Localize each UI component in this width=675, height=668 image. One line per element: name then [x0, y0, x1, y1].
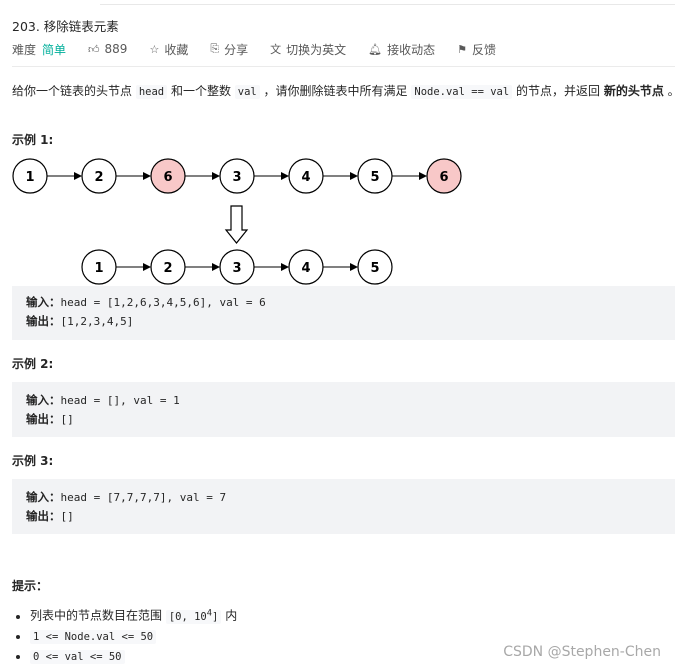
hint-code: 1 <= Node.val <= 50 [30, 629, 157, 644]
node-value: 1 [25, 170, 34, 185]
code-head: head [135, 85, 168, 99]
feedback-icon: ⚑ [457, 42, 468, 56]
node-value: 6 [163, 170, 172, 185]
input-label: 输入： [26, 295, 61, 309]
example-1-input: head = [1,2,6,3,4,5,6], val = 6 [60, 296, 266, 309]
problem-meta-bar: 难度 简单 👍︎ 889 ☆ 收藏 ⎘ 分享 文切换为英文 🔔︎ 接收动态 ⚑ 反馈 [12, 40, 518, 58]
node-value: 4 [301, 170, 310, 185]
input-label: 输入： [26, 393, 61, 407]
node-value: 1 [94, 261, 103, 276]
share-icon: ⎘ [210, 42, 220, 55]
list-node [219, 249, 255, 285]
original-list: 1 2 6 3 4 5 6 [12, 158, 462, 194]
notify-button[interactable]: 🔔︎ 接收动态 [368, 41, 435, 58]
feedback-button[interactable]: ⚑ 反馈 [457, 41, 496, 58]
share-label: 分享 [224, 42, 249, 57]
list-node [81, 249, 117, 285]
notify-label: 接收动态 [387, 42, 436, 57]
example-2-heading: 示例 2: [12, 357, 54, 371]
difficulty-badge: 简单 [42, 42, 67, 57]
desc-bold: 新的头节点 [603, 84, 664, 98]
switch-language-button[interactable]: 文切换为英文 [270, 41, 346, 58]
output-label: 输出： [26, 314, 61, 328]
node-value: 5 [370, 261, 379, 276]
range-end: ] [212, 610, 219, 623]
example-1-output: [1,2,3,4,5] [60, 315, 134, 328]
list-node [81, 158, 117, 194]
difficulty-label: 难度 [12, 42, 37, 57]
example-1-heading: 示例 1: [12, 133, 54, 147]
node-value: 4 [301, 261, 310, 276]
list-node [357, 158, 393, 194]
header-divider [12, 66, 675, 67]
input-label: 输入： [26, 490, 61, 504]
watermark: CSDN @Stephen-Chen [503, 644, 661, 660]
range-start: [0, 10 [168, 610, 207, 623]
favorite-button[interactable]: ☆ 收藏 [149, 41, 188, 58]
list-node [150, 249, 186, 285]
linked-list-diagram: 1 2 6 3 4 5 6 1 2 3 4 5 [12, 158, 462, 285]
node-value: 3 [232, 170, 241, 185]
list-node [288, 249, 324, 285]
hint-text: 列表中的节点数目在范围 [30, 608, 166, 623]
node-value: 6 [439, 170, 448, 185]
share-button[interactable]: ⎘ 分享 [210, 41, 248, 58]
hint-code: 0 <= val <= 50 [30, 649, 125, 664]
output-label: 输出： [26, 412, 61, 426]
hint-range-code: [0, 104] [165, 608, 222, 624]
node-value: 5 [370, 170, 379, 185]
switch-language-label: 切换为英文 [286, 42, 347, 57]
range-exponent: 4 [206, 608, 213, 618]
hint-text: 内 [221, 608, 238, 623]
example-2-input: head = [], val = 1 [60, 394, 180, 407]
hints-heading: 提示： [12, 579, 49, 593]
thumbs-up-icon: 👍︎ [88, 42, 100, 56]
desc-text: 和一个整数 [167, 84, 235, 98]
code-condition: Node.val == val [411, 85, 513, 99]
example-3-heading: 示例 3: [12, 454, 54, 468]
like-count: 889 [104, 42, 128, 56]
favorite-label: 收藏 [164, 42, 189, 57]
problem-title: 203. 移除链表元素 [12, 19, 119, 34]
list-node [12, 158, 48, 194]
list-node [357, 249, 393, 285]
output-label: 输出： [26, 509, 61, 523]
transform-down-arrow [224, 205, 249, 244]
desc-text: 。 [664, 84, 675, 98]
example-1-block: 输入：head = [1,2,6,3,4,5,6], val = 6 输出：[1… [12, 286, 675, 340]
example-3-output: [] [60, 510, 74, 523]
desc-text: 的节点，并返回 [512, 84, 604, 98]
hint-item: 1 <= Node.val <= 50 [30, 628, 237, 645]
list-node [288, 158, 324, 194]
translate-icon: 文 [270, 43, 282, 56]
removed-list-node [426, 158, 462, 194]
feedback-label: 反馈 [472, 42, 497, 57]
hints-list: 列表中的节点数目在范围 [0, 104] 内 1 <= Node.val <= … [30, 605, 237, 668]
node-value: 2 [94, 170, 103, 185]
problem-description: 给你一个链表的头节点 head 和一个整数 val ，请你删除链表中所有满足 N… [12, 82, 675, 101]
example-3-block: 输入：head = [7,7,7,7], val = 7 输出：[] [12, 479, 675, 534]
hint-item: 0 <= val <= 50 [30, 648, 237, 665]
star-icon: ☆ [149, 42, 160, 56]
node-value: 3 [232, 261, 241, 276]
example-3-input: head = [7,7,7,7], val = 7 [60, 491, 227, 504]
hint-item: 列表中的节点数目在范围 [0, 104] 内 [30, 605, 237, 625]
removed-list-node [150, 158, 186, 194]
example-2-block: 输入：head = [], val = 1 输出：[] [12, 382, 675, 437]
example-2-output: [] [60, 413, 74, 426]
code-val: val [234, 85, 260, 99]
result-list: 1 2 3 4 5 [81, 249, 393, 285]
top-divider [100, 0, 675, 5]
list-node [219, 158, 255, 194]
desc-text: ，请你删除链表中所有满足 [259, 84, 412, 98]
like-button[interactable]: 👍︎ 889 [88, 42, 127, 56]
bell-icon: 🔔︎ [368, 42, 383, 56]
node-value: 2 [163, 261, 172, 276]
desc-text: 给你一个链表的头节点 [12, 84, 136, 98]
